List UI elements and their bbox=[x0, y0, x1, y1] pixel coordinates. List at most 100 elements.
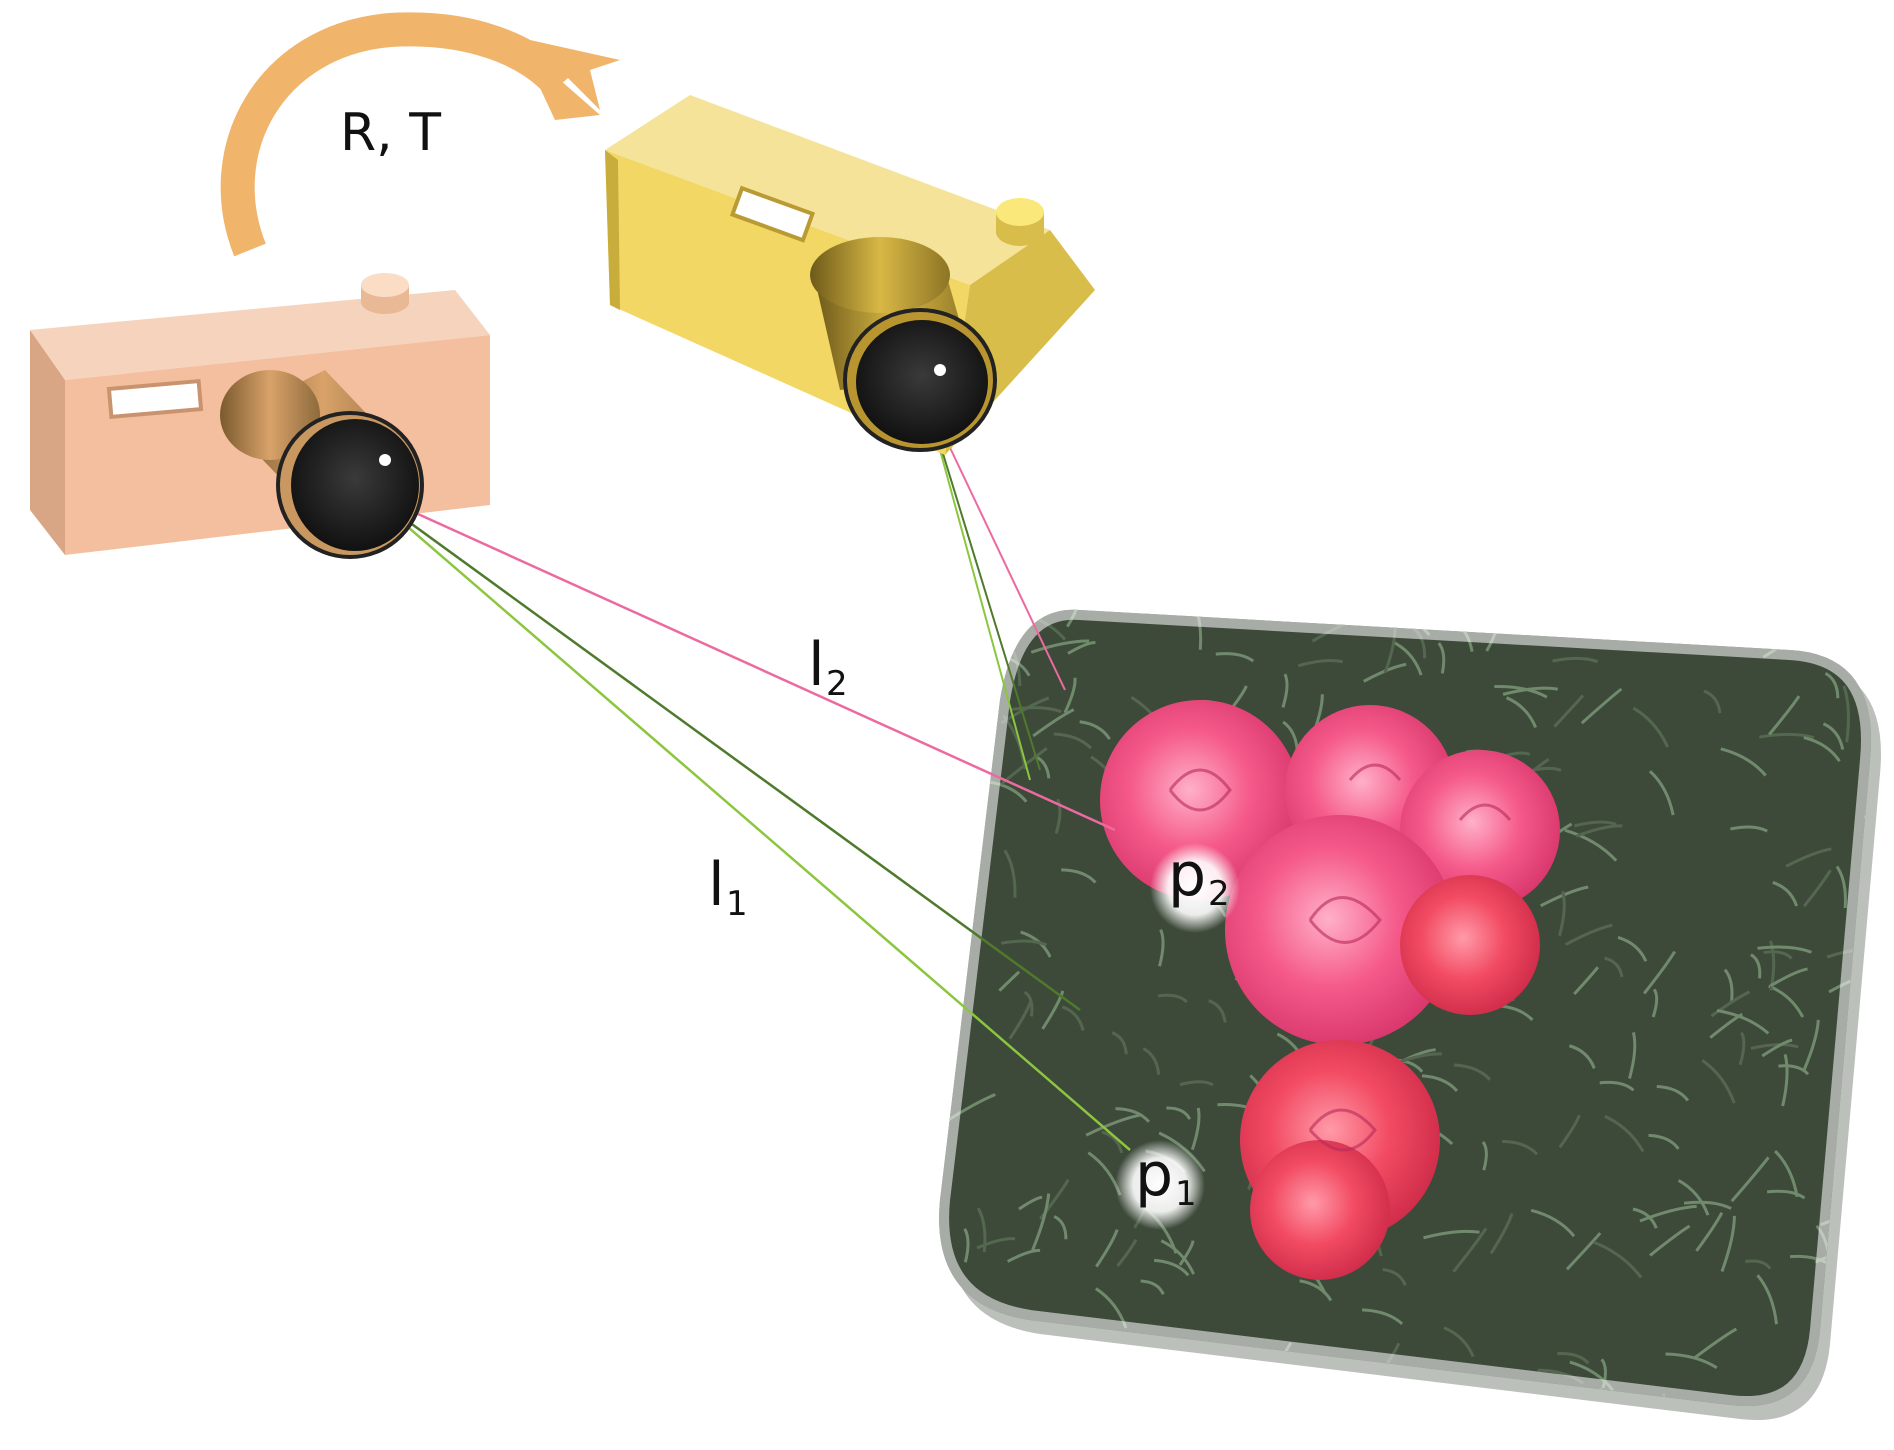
leaf-stroke bbox=[1720, 1215, 1736, 1272]
leaf-stroke bbox=[1870, 1138, 1871, 1164]
ray-l1 bbox=[364, 489, 1131, 1151]
leaf-stroke bbox=[1299, 1279, 1333, 1302]
ray-l2 bbox=[364, 488, 1116, 832]
leaf-stroke bbox=[1421, 1395, 1442, 1407]
leaf-stroke bbox=[1481, 1141, 1488, 1171]
leaf-stroke bbox=[1502, 1139, 1539, 1156]
leaf-stroke bbox=[1085, 1113, 1142, 1137]
leaf-stroke bbox=[1393, 641, 1423, 676]
leaf-stroke bbox=[1053, 1215, 1068, 1240]
leaf-stroke bbox=[1710, 990, 1751, 1018]
leaf-stroke bbox=[1452, 1227, 1488, 1273]
leaf-stroke bbox=[939, 625, 957, 634]
leaf-stroke bbox=[1730, 825, 1768, 833]
leaf-stroke bbox=[1142, 1047, 1161, 1075]
leaf-stroke bbox=[973, 810, 980, 855]
leaf-stroke bbox=[1281, 673, 1289, 708]
leaf-stroke bbox=[939, 992, 943, 1035]
leaf-stroke bbox=[1000, 939, 1048, 947]
leaf-stroke bbox=[1421, 1074, 1459, 1092]
leaf-stroke bbox=[1628, 1032, 1637, 1079]
leaf-stroke bbox=[1196, 1377, 1209, 1407]
point-glow-p2 bbox=[1150, 843, 1240, 933]
leaf-stroke bbox=[1842, 685, 1850, 743]
leaf-stroke bbox=[1599, 1080, 1635, 1092]
leaf-stroke bbox=[1008, 1001, 1033, 1040]
leaf-stroke bbox=[1548, 604, 1579, 608]
leaf-stroke bbox=[1750, 953, 1762, 979]
leaf-stroke bbox=[1720, 747, 1767, 777]
leaf-stroke bbox=[1006, 1248, 1041, 1263]
leaf-stroke bbox=[1558, 890, 1566, 937]
leaf-stroke bbox=[1761, 1038, 1793, 1058]
leaf-stroke bbox=[1723, 968, 1734, 1004]
point-glow-p1 bbox=[1115, 1140, 1205, 1230]
leaf-stroke bbox=[998, 970, 1021, 992]
leaf-stroke bbox=[1763, 950, 1793, 960]
leaf-stroke bbox=[1703, 689, 1722, 714]
leaf-stroke bbox=[1437, 642, 1446, 674]
leaf-stroke bbox=[1745, 1259, 1772, 1270]
leaf-stroke bbox=[1568, 1044, 1596, 1069]
leaf-stroke bbox=[1158, 929, 1165, 967]
leaf-stroke bbox=[1648, 770, 1675, 816]
leaf-stroke bbox=[1344, 609, 1386, 617]
leaf-stroke bbox=[1054, 798, 1062, 834]
leaf-stroke bbox=[963, 1228, 970, 1263]
leaf-stroke bbox=[939, 1039, 941, 1070]
leaf-stroke bbox=[1617, 935, 1648, 962]
leaf-stroke bbox=[1770, 967, 1808, 987]
rose-photo-icon bbox=[939, 604, 1881, 1421]
leaf-stroke bbox=[1757, 945, 1812, 954]
curved-arrow-icon bbox=[220, 12, 620, 257]
point-label-p1-letter: p bbox=[1135, 1140, 1173, 1210]
leaf-stroke bbox=[1297, 658, 1344, 668]
leaf-stroke bbox=[1656, 1084, 1690, 1102]
leaf-stroke bbox=[1215, 652, 1255, 663]
leaf-stroke bbox=[1750, 1043, 1799, 1050]
motion-label: R, T bbox=[340, 103, 441, 163]
point-label-p2: p 2 bbox=[1168, 840, 1230, 914]
leaf-stroke bbox=[1552, 656, 1599, 664]
leaf-stroke bbox=[1063, 677, 1077, 714]
leaf-stroke bbox=[1023, 990, 1034, 1017]
leaf-stroke bbox=[1785, 847, 1832, 868]
leaf-stroke bbox=[1067, 641, 1096, 655]
leaf-stroke bbox=[1190, 1107, 1201, 1151]
leaf-stroke bbox=[1845, 609, 1860, 649]
leaf-stroke bbox=[1166, 1106, 1192, 1120]
leaf-stroke bbox=[1032, 708, 1075, 738]
leaf-stroke bbox=[1772, 881, 1799, 907]
leaf-stroke bbox=[1598, 609, 1622, 632]
ray-label-l2-letter: l bbox=[808, 630, 825, 700]
leaf-stroke bbox=[1774, 1149, 1799, 1198]
leaf-stroke bbox=[1858, 1109, 1871, 1135]
leaf-stroke bbox=[946, 1006, 958, 1052]
leaf-stroke bbox=[1160, 1239, 1195, 1275]
leaf-stroke bbox=[1116, 1239, 1138, 1267]
leaf-stroke bbox=[1648, 1133, 1680, 1150]
leaf-stroke bbox=[1382, 1268, 1407, 1286]
leaf-stroke bbox=[1573, 966, 1600, 996]
leaf-stroke bbox=[1632, 1207, 1658, 1229]
ray-label-l1-letter: l bbox=[708, 850, 725, 920]
leaf-stroke bbox=[1502, 686, 1558, 696]
point-label-p1: p 1 bbox=[1135, 1140, 1197, 1214]
leaf-stroke bbox=[1157, 993, 1188, 1004]
leaf-stroke bbox=[1031, 1193, 1051, 1251]
point-label-p2-letter: p bbox=[1168, 840, 1206, 910]
leaf-stroke bbox=[1059, 1395, 1113, 1407]
leaf-stroke bbox=[1346, 1382, 1381, 1407]
leaf-stroke bbox=[1061, 868, 1097, 884]
leaf-stroke bbox=[1030, 639, 1090, 654]
leaf-stroke bbox=[939, 705, 958, 744]
leaf-stroke bbox=[1632, 706, 1669, 748]
leaf-stroke bbox=[1489, 1213, 1514, 1255]
leaf-stroke bbox=[1575, 824, 1623, 838]
leaf-stroke bbox=[1505, 696, 1538, 729]
point-label-p2-sub: 2 bbox=[1208, 874, 1230, 914]
ray-label-l1: l 1 bbox=[708, 850, 748, 924]
leaf-stroke bbox=[1115, 1107, 1151, 1123]
leaf-stroke bbox=[1564, 923, 1613, 946]
leaf-stroke bbox=[1683, 1200, 1732, 1210]
